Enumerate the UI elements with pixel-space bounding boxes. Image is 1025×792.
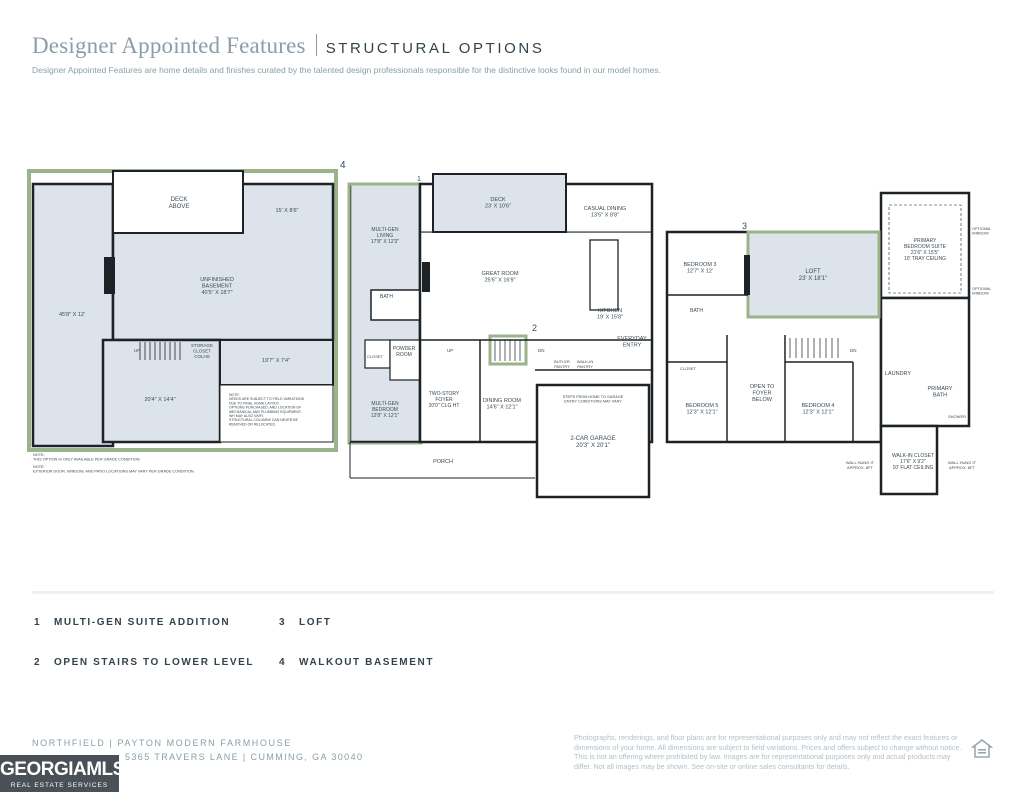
legend-number: 2 xyxy=(34,657,42,668)
legend-number: 1 xyxy=(34,617,42,628)
stairs-up-label: UP xyxy=(447,348,453,353)
multigen-bath-label: BATH xyxy=(380,294,393,300)
legend-item-3: 3 LOFT xyxy=(279,617,332,628)
disclaimer: Photographs, renderings, and floor plans… xyxy=(574,733,962,771)
laundry-label: LAUNDRY xyxy=(885,371,912,377)
basement-deck-above xyxy=(112,170,244,234)
multigen-bath xyxy=(370,289,421,321)
basement-up-label: UP xyxy=(134,348,140,353)
address: 5365 TRAVERS LANE | CUMMING, GA 30040 xyxy=(125,752,364,762)
title-divider xyxy=(315,34,317,56)
legend-label: OPEN STAIRS TO LOWER LEVEL xyxy=(54,657,255,668)
mls-logo-text: GEORGIAMLS xyxy=(0,759,125,780)
powder-room xyxy=(389,339,421,381)
legend-item-1: 1 MULTI-GEN SUITE ADDITION xyxy=(34,617,230,628)
page-title: Designer Appointed Features xyxy=(32,33,306,58)
legend-number: 3 xyxy=(279,617,287,628)
stairs-dn-label: DN xyxy=(538,348,545,353)
main-deck xyxy=(432,173,567,233)
basement-room-b-label: 19'7" X 7'4" xyxy=(262,358,290,364)
basement-option-number: 4 xyxy=(340,160,346,171)
basement-note-1: NOTE:THIS OPTION IS ONLY AVAILABLE PER G… xyxy=(33,453,141,462)
basement-column xyxy=(104,257,115,294)
legend-item-4: 4 WALKOUT BASEMENT xyxy=(279,657,434,668)
equal-housing-icon xyxy=(971,738,993,758)
georgia-mls-logo: GEORGIAMLS REAL ESTATE SERVICES xyxy=(0,755,125,792)
legend-label: LOFT xyxy=(299,617,332,628)
plan-name: NORTHFIELD | PAYTON MODERN FARMHOUSE xyxy=(32,738,292,748)
section-divider xyxy=(32,591,994,594)
basement-note-2: NOTE:EXTERIOR DOOR, WINDOW, AND PATIO LO… xyxy=(33,465,195,474)
fireplace xyxy=(422,262,430,292)
section-title: STRUCTURAL OPTIONS xyxy=(325,40,545,57)
page-description: Designer Appointed Features are home det… xyxy=(32,65,661,75)
basement-note-box xyxy=(219,384,334,443)
shower-label: SHOWER xyxy=(948,414,966,419)
multigen-option-number: 1 xyxy=(417,176,421,183)
stairs-option-number: 2 xyxy=(532,323,537,333)
legend-label: MULTI-GEN SUITE ADDITION xyxy=(54,617,231,628)
tray-ceiling-outline xyxy=(888,204,962,294)
loft-option-number: 3 xyxy=(742,221,747,231)
basement-room-c-label: 20'4" X 14'4" xyxy=(144,397,175,403)
basement-room-a-label: 15' X 8'6" xyxy=(275,208,298,214)
primary-bath xyxy=(879,296,971,428)
upper-dn-label: DN xyxy=(850,348,857,353)
walkin-closet xyxy=(879,424,939,496)
basement-left-room-label: 45'8" X 12' xyxy=(59,312,85,318)
mls-tagline: REAL ESTATE SERVICES xyxy=(10,782,109,789)
kitchen-island xyxy=(589,239,619,311)
loft xyxy=(746,230,881,319)
basement-room-b xyxy=(219,339,334,386)
upper-bath-label: BATH xyxy=(690,308,703,314)
multigen-closet xyxy=(364,339,391,369)
porch-label: PORCH xyxy=(433,459,453,465)
legend-item-2: 2 OPEN STAIRS TO LOWER LEVEL xyxy=(34,657,254,668)
upper-closet-label: CLOSET xyxy=(680,366,697,371)
legend-number: 4 xyxy=(279,657,287,668)
multigen-closet-label: CLOSET xyxy=(367,354,384,359)
page-header: Designer Appointed Features STRUCTURAL OP… xyxy=(32,33,544,59)
legend-label: WALKOUT BASEMENT xyxy=(299,657,435,668)
basement-note-text: NOTE:DEEDS ARE SUBJECT TO FIELD VARIATIO… xyxy=(229,393,305,426)
garage xyxy=(535,383,651,499)
